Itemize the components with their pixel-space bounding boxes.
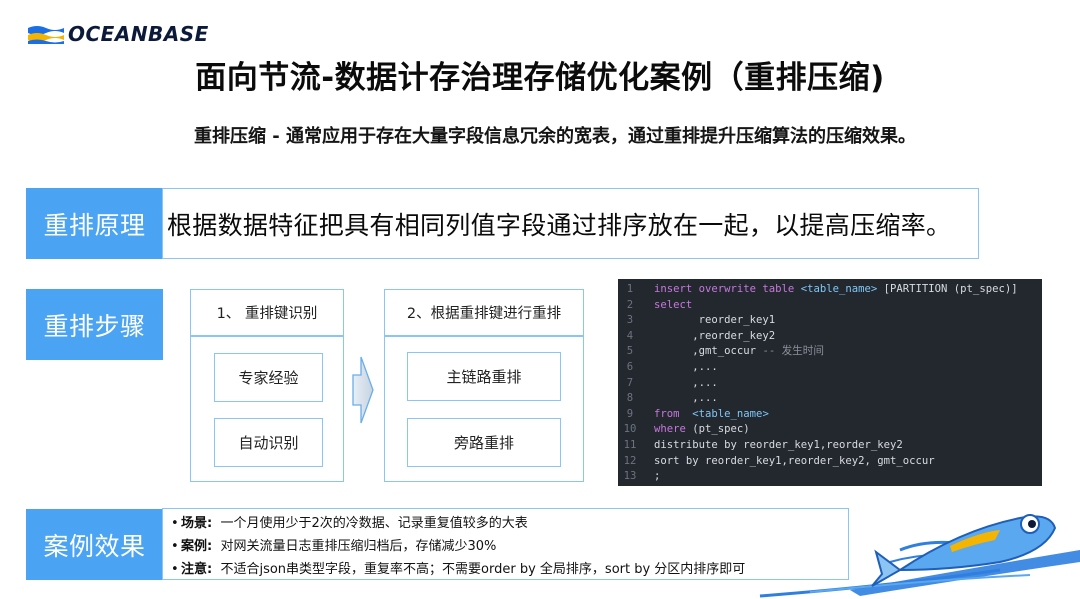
effect-label: 案例: xyxy=(181,535,212,558)
step2-item-main-link: 主链路重排 xyxy=(407,352,561,401)
step1-item-expert: 专家经验 xyxy=(214,353,323,402)
code-text: reorder_key1 xyxy=(642,313,775,329)
principle-text: 根据数据特征把具有相同列值字段通过排序放在一起，以提高压缩率。 xyxy=(167,206,951,242)
code-text: ; xyxy=(642,469,660,485)
step1-item-auto: 自动识别 xyxy=(214,418,323,467)
line-number: 9 xyxy=(618,407,642,423)
code-text: ,reorder_key2 xyxy=(642,329,775,345)
code-line: 13; xyxy=(618,469,1042,485)
line-number: 13 xyxy=(618,469,642,485)
line-number: 2 xyxy=(618,298,642,314)
code-text: select xyxy=(642,298,692,314)
bullet: • xyxy=(171,512,181,535)
effect-text: 不适合json串类型字段，重复率不高；不需要order by 全局排序，sort… xyxy=(220,558,745,581)
principle-tag: 重排原理 xyxy=(26,188,163,259)
step2-item-bypass: 旁路重排 xyxy=(407,418,561,467)
line-number: 6 xyxy=(618,360,642,376)
code-line: 8 ,... xyxy=(618,391,1042,407)
code-text: ,... xyxy=(642,376,718,392)
code-text: ,... xyxy=(642,360,718,376)
arrow-right-icon xyxy=(351,355,375,425)
line-number: 1 xyxy=(618,282,642,298)
steps-tag: 重排步骤 xyxy=(26,289,163,360)
line-number: 4 xyxy=(618,329,642,345)
line-number: 10 xyxy=(618,422,642,438)
bullet: • xyxy=(171,535,181,558)
line-number: 12 xyxy=(618,454,642,470)
effect-label: 场景: xyxy=(181,512,212,535)
effect-label: 注意: xyxy=(181,558,212,581)
code-text: distribute by reorder_key1,reorder_key2 xyxy=(642,438,903,454)
code-text: where (pt_spec) xyxy=(642,422,750,438)
oceanbase-logo-icon xyxy=(28,24,64,44)
code-text: ,gmt_occur -- 发生时间 xyxy=(642,344,824,360)
code-text: sort by reorder_key1,reorder_key2, gmt_o… xyxy=(642,454,935,470)
code-line: 3 reorder_key1 xyxy=(618,313,1042,329)
bullet: • xyxy=(171,558,181,581)
code-line: 5 ,gmt_occur -- 发生时间 xyxy=(618,344,1042,360)
effect-text: 一个月使用少于2次的冷数据、记录重复值较多的大表 xyxy=(220,512,527,535)
code-line: 7 ,... xyxy=(618,376,1042,392)
line-number: 8 xyxy=(618,391,642,407)
principle-panel: 根据数据特征把具有相同列值字段通过排序放在一起，以提高压缩率。 xyxy=(162,188,979,259)
line-number: 5 xyxy=(618,344,642,360)
code-text: ,... xyxy=(642,391,718,407)
fish-illustration xyxy=(700,490,1080,599)
line-number: 11 xyxy=(618,438,642,454)
brand-name: OCEANBASE xyxy=(68,22,209,46)
step2-title: 2、根据重排键进行重排 xyxy=(384,289,584,336)
code-text: from <table_name> xyxy=(642,407,769,423)
code-line: 6 ,... xyxy=(618,360,1042,376)
line-number: 3 xyxy=(618,313,642,329)
code-line: 4 ,reorder_key2 xyxy=(618,329,1042,345)
effect-text: 对网关流量日志重排压缩归档后，存储减少30% xyxy=(220,535,496,558)
effect-tag: 案例效果 xyxy=(26,509,163,580)
line-number: 7 xyxy=(618,376,642,392)
code-text: insert overwrite table <table_name> [PAR… xyxy=(642,282,1018,298)
slide-subtitle: 重排压缩 - 通常应用于存在大量字段信息冗余的宽表，通过重排提升压缩算法的压缩效… xyxy=(0,122,1080,148)
step1-title: 1、 重排键识别 xyxy=(190,289,344,336)
oceanbase-logo: OCEANBASE xyxy=(28,22,218,46)
slide-title: 面向节流-数据计存治理存储优化案例（重排压缩) xyxy=(0,52,1080,97)
